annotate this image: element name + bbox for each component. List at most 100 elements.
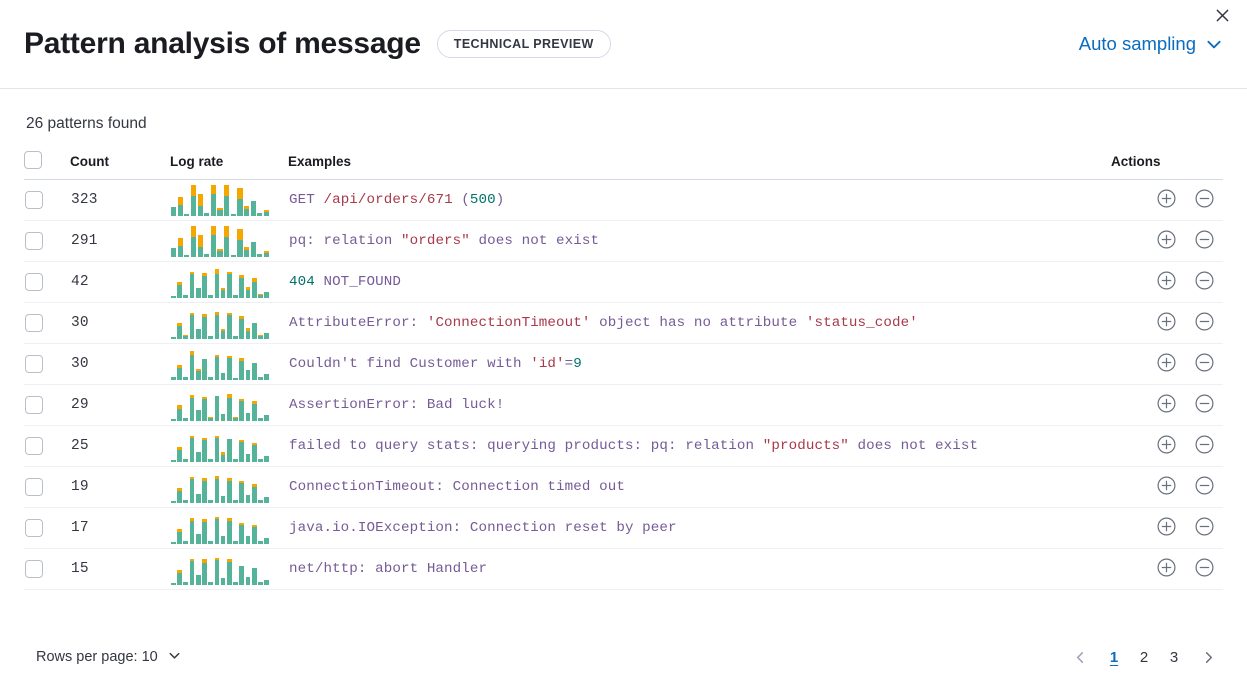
- chevron-right-icon[interactable]: [1193, 642, 1223, 672]
- sparkline-bar: [183, 471, 189, 503]
- sparkline-bar: [258, 512, 263, 544]
- sparkline-bar: [226, 307, 232, 339]
- circle-minus-icon[interactable]: [1191, 350, 1217, 376]
- table-row[interactable]: 15 net/http: abort Handler: [24, 549, 1223, 590]
- chevron-left-icon[interactable]: [1065, 642, 1095, 672]
- page-button-1[interactable]: 1: [1109, 648, 1119, 666]
- row-checkbox[interactable]: [25, 437, 43, 455]
- sparkline-bar: [264, 307, 269, 339]
- sparkline-bar: [258, 471, 263, 503]
- circle-plus-icon[interactable]: [1153, 268, 1179, 294]
- circle-minus-icon[interactable]: [1191, 432, 1217, 458]
- sparkline-bar: [183, 553, 189, 585]
- panel-body: 26 patterns found Count Log rate Example…: [0, 89, 1247, 590]
- example-token: NOT_FOUND: [314, 274, 401, 290]
- rows-per-page-selector[interactable]: Rows per page: 10: [24, 648, 182, 667]
- circle-plus-icon[interactable]: [1153, 309, 1179, 335]
- page-button-3[interactable]: 3: [1169, 648, 1179, 666]
- row-log-rate-sparkline: [170, 180, 288, 221]
- circle-minus-icon[interactable]: [1191, 186, 1217, 212]
- sparkline-bar: [214, 307, 220, 339]
- sparkline-bar: [210, 225, 216, 257]
- row-checkbox[interactable]: [25, 314, 43, 332]
- sparkline-bar: [244, 225, 250, 257]
- sparkline-bar: [257, 184, 263, 216]
- row-log-rate-sparkline: [170, 303, 288, 344]
- sparkline-bar: [233, 430, 238, 462]
- column-header-examples[interactable]: Examples: [288, 154, 352, 169]
- sparkline-bar: [251, 471, 257, 503]
- circle-minus-icon[interactable]: [1191, 514, 1217, 540]
- sparkline-bar: [197, 225, 203, 257]
- row-checkbox[interactable]: [25, 191, 43, 209]
- select-all-checkbox[interactable]: [24, 151, 42, 169]
- sparkline-bar: [189, 430, 195, 462]
- circle-plus-icon[interactable]: [1153, 473, 1179, 499]
- row-checkbox[interactable]: [25, 273, 43, 291]
- sparkline-bar: [258, 553, 263, 585]
- circle-plus-icon[interactable]: [1153, 227, 1179, 253]
- row-checkbox[interactable]: [25, 519, 43, 537]
- row-checkbox[interactable]: [25, 232, 43, 250]
- sparkline-bar: [263, 184, 270, 216]
- sparkline-bar: [177, 471, 182, 503]
- sparkline-bar: [226, 471, 232, 503]
- sparkline-bar: [220, 266, 226, 298]
- column-header-count[interactable]: Count: [70, 154, 109, 169]
- patterns-found-count: 26 patterns found: [26, 115, 147, 132]
- sparkline-bar: [171, 512, 176, 544]
- sparkline-bar: [258, 430, 263, 462]
- circle-plus-icon[interactable]: [1153, 555, 1179, 581]
- circle-plus-icon[interactable]: [1153, 514, 1179, 540]
- circle-minus-icon[interactable]: [1191, 268, 1217, 294]
- sparkline-bar: [239, 348, 245, 380]
- circle-minus-icon[interactable]: [1191, 227, 1217, 253]
- row-checkbox[interactable]: [25, 478, 43, 496]
- circle-plus-icon[interactable]: [1153, 391, 1179, 417]
- technical-preview-badge: TECHNICAL PREVIEW: [436, 30, 611, 58]
- sparkline-bar: [224, 184, 230, 216]
- sparkline-bar: [230, 225, 236, 257]
- row-count: 15: [71, 561, 89, 577]
- sparkline-bar: [251, 266, 257, 298]
- example-token: does not exist: [848, 438, 979, 454]
- sparkline-bar: [171, 225, 177, 257]
- sparkline-bar: [258, 389, 263, 421]
- close-icon[interactable]: [1209, 2, 1235, 28]
- auto-sampling-selector[interactable]: Auto sampling: [1079, 33, 1223, 55]
- sparkline-bar: [171, 348, 176, 380]
- row-checkbox[interactable]: [25, 560, 43, 578]
- sparkline-bar: [190, 184, 197, 216]
- circle-minus-icon[interactable]: [1191, 309, 1217, 335]
- example-token: (: [452, 192, 470, 208]
- example-token: net/http: abort Handler: [289, 561, 488, 577]
- row-actions: [1111, 426, 1223, 467]
- sparkline-bar: [226, 348, 232, 380]
- circle-plus-icon[interactable]: [1153, 350, 1179, 376]
- page-button-2[interactable]: 2: [1139, 648, 1149, 666]
- circle-minus-icon[interactable]: [1191, 391, 1217, 417]
- circle-plus-icon[interactable]: [1153, 186, 1179, 212]
- circle-plus-icon[interactable]: [1153, 432, 1179, 458]
- sparkline-bar: [202, 512, 207, 544]
- circle-minus-icon[interactable]: [1191, 473, 1217, 499]
- row-checkbox[interactable]: [25, 355, 43, 373]
- sparkline-bar: [177, 266, 182, 298]
- row-count: 30: [71, 356, 89, 372]
- sparkline-bar: [189, 348, 195, 380]
- row-select-cell: [24, 385, 70, 426]
- row-checkbox[interactable]: [25, 396, 43, 414]
- example-token: AttributeError:: [289, 315, 427, 331]
- column-header-log-rate[interactable]: Log rate: [170, 154, 224, 169]
- circle-minus-icon[interactable]: [1191, 555, 1217, 581]
